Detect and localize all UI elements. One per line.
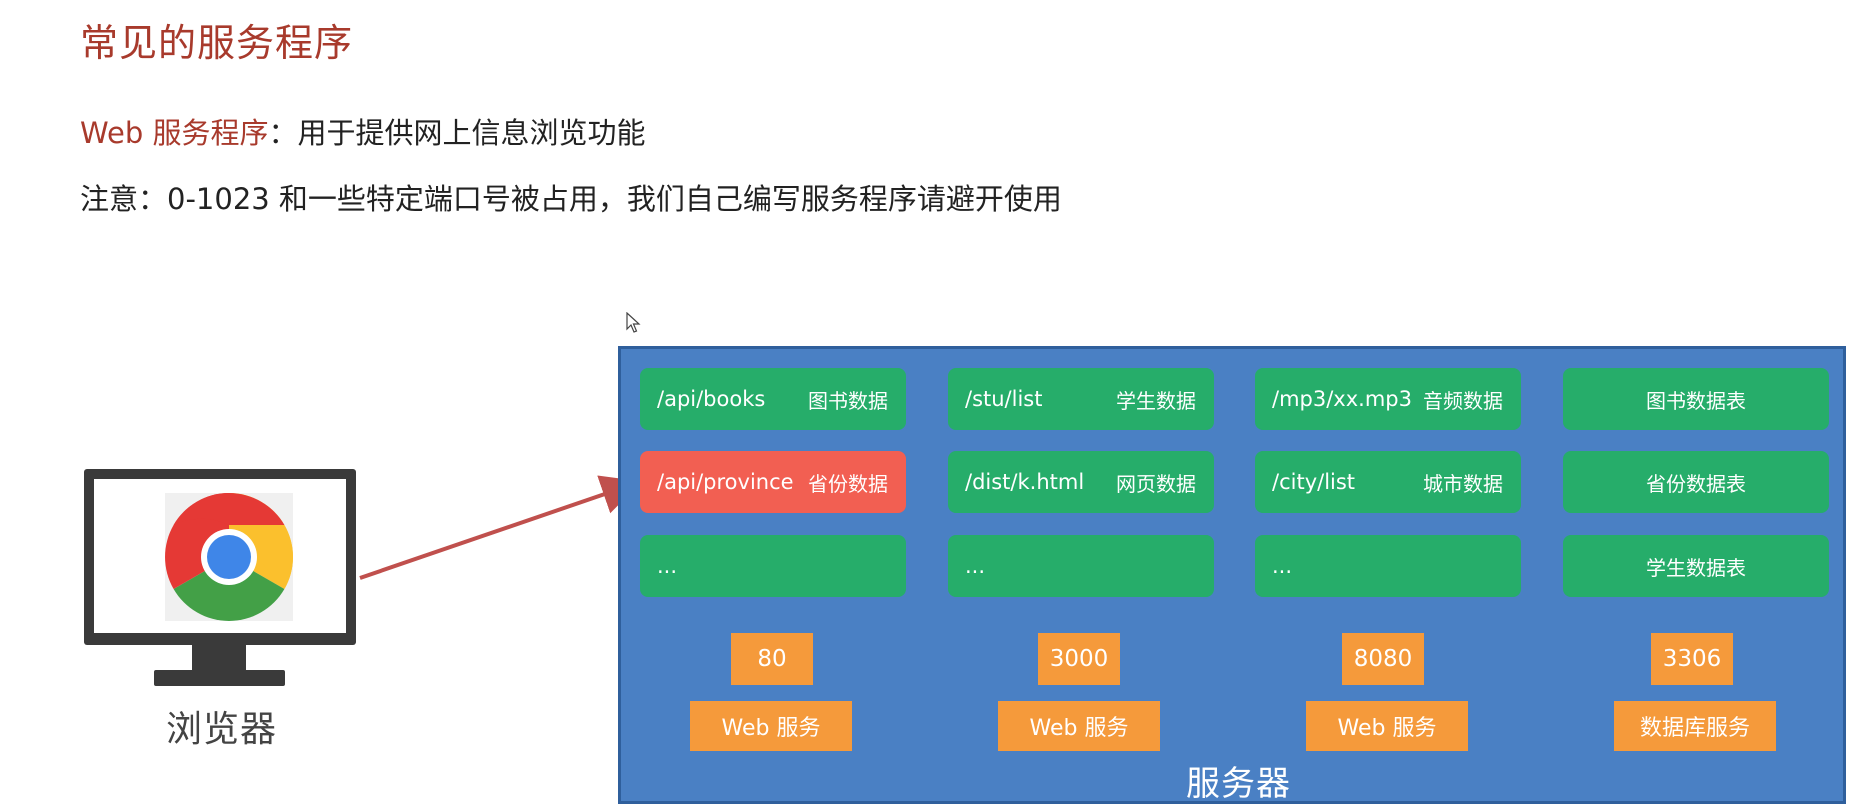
mouse-cursor-icon bbox=[626, 312, 641, 333]
route-cell: /api/books 图书数据 bbox=[640, 368, 906, 430]
web-service-definition: Web 服务程序：用于提供网上信息浏览功能 bbox=[80, 110, 645, 152]
route-cell: /stu/list 学生数据 bbox=[948, 368, 1214, 430]
route-cell: 省份数据表 bbox=[1563, 451, 1829, 513]
route-cell: /api/province 省份数据 bbox=[640, 451, 906, 513]
route-cell: /mp3/xx.mp3 音频数据 bbox=[1255, 368, 1521, 430]
port-number: 3306 bbox=[1651, 633, 1733, 685]
route-path: /dist/k.html bbox=[965, 470, 1085, 494]
route-description: 省份数据 bbox=[808, 471, 888, 496]
route-cell: ... bbox=[640, 535, 906, 597]
service-name: Web 服务 bbox=[998, 701, 1160, 751]
route-path: /api/province bbox=[657, 470, 794, 494]
route-description: 音频数据 bbox=[1423, 388, 1503, 413]
page-title: 常见的服务程序 bbox=[80, 21, 354, 65]
route-cell: 学生数据表 bbox=[1563, 535, 1829, 597]
monitor-base bbox=[154, 670, 285, 686]
route-cell: 图书数据表 bbox=[1563, 368, 1829, 430]
route-cell: ... bbox=[1255, 535, 1521, 597]
chrome-icon bbox=[165, 493, 293, 621]
port-number: 80 bbox=[731, 633, 813, 685]
table-name: 图书数据表 bbox=[1646, 388, 1746, 413]
route-path: /stu/list bbox=[965, 387, 1043, 411]
route-description: 学生数据 bbox=[1116, 388, 1196, 413]
route-cell: /dist/k.html 网页数据 bbox=[948, 451, 1214, 513]
port-note: 注意：0-1023 和一些特定端口号被占用，我们自己编写服务程序请避开使用 bbox=[80, 182, 1062, 216]
monitor-neck bbox=[192, 645, 246, 671]
route-path: /api/books bbox=[657, 387, 766, 411]
browser-monitor bbox=[84, 469, 356, 645]
route-description: 网页数据 bbox=[1116, 471, 1196, 496]
table-name: 省份数据表 bbox=[1646, 471, 1746, 496]
route-path: /mp3/xx.mp3 bbox=[1272, 387, 1412, 411]
port-number: 8080 bbox=[1342, 633, 1424, 685]
route-path: ... bbox=[657, 554, 678, 578]
monitor-screen bbox=[94, 479, 346, 633]
service-name: 数据库服务 bbox=[1614, 701, 1776, 751]
route-description: 图书数据 bbox=[808, 388, 888, 413]
route-path: /city/list bbox=[1272, 470, 1356, 494]
route-path: ... bbox=[1272, 554, 1293, 578]
web-service-term: Web 服务程序 bbox=[80, 116, 269, 150]
route-path: ... bbox=[965, 554, 986, 578]
service-name: Web 服务 bbox=[1306, 701, 1468, 751]
route-description: 城市数据 bbox=[1423, 471, 1503, 496]
route-cell: /city/list 城市数据 bbox=[1255, 451, 1521, 513]
table-name: 学生数据表 bbox=[1646, 555, 1746, 580]
route-cell: ... bbox=[948, 535, 1214, 597]
browser-label: 浏览器 bbox=[166, 709, 278, 750]
port-number: 3000 bbox=[1038, 633, 1120, 685]
web-service-description: ：用于提供网上信息浏览功能 bbox=[268, 116, 646, 150]
server-label: 服务器 bbox=[1186, 764, 1291, 804]
service-name: Web 服务 bbox=[690, 701, 852, 751]
